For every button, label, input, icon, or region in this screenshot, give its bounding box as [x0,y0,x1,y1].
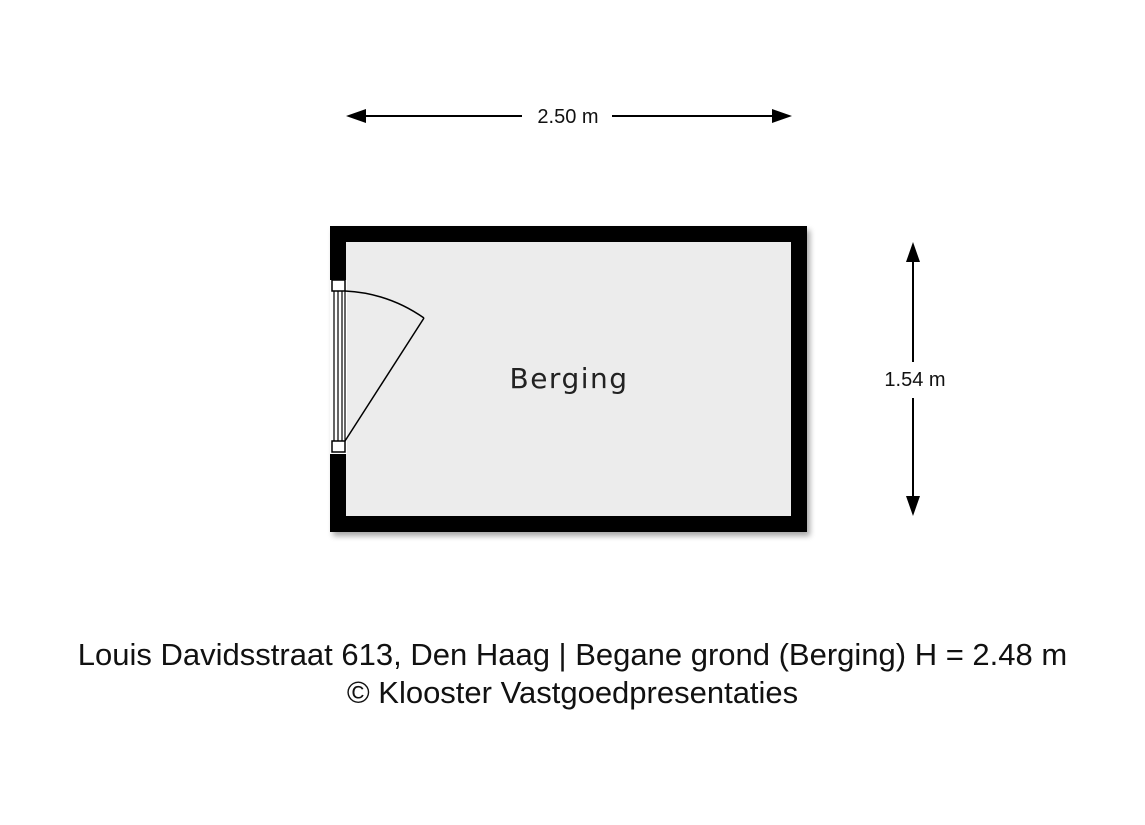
width-dimension: 2.50 m [346,106,792,128]
room-floor [346,242,791,516]
caption: Louis Davidsstraat 613, Den Haag | Began… [0,636,1145,712]
room [330,226,807,532]
door [330,279,425,454]
door-leaf [344,317,425,442]
arrow-right-icon [772,109,792,123]
depth-label: 1.54 m [884,369,945,391]
door-jamb-bottom [331,440,346,453]
arrow-left-icon [346,109,366,123]
arrow-down-icon [906,496,920,516]
floor-plan: 2.50 m 1.54 m Berging [330,106,946,532]
door-jamb-top [331,279,346,292]
copyright-caption: © Klooster Vastgoedpresentaties [346,675,799,710]
depth-dimension: 1.54 m [884,242,946,516]
address-caption: Louis Davidsstraat 613, Den Haag | Began… [77,637,1068,672]
arrow-up-icon [906,242,920,262]
door-swing-arc [344,290,425,319]
width-label: 2.50 m [537,106,598,128]
room-label: Berging [509,362,628,395]
